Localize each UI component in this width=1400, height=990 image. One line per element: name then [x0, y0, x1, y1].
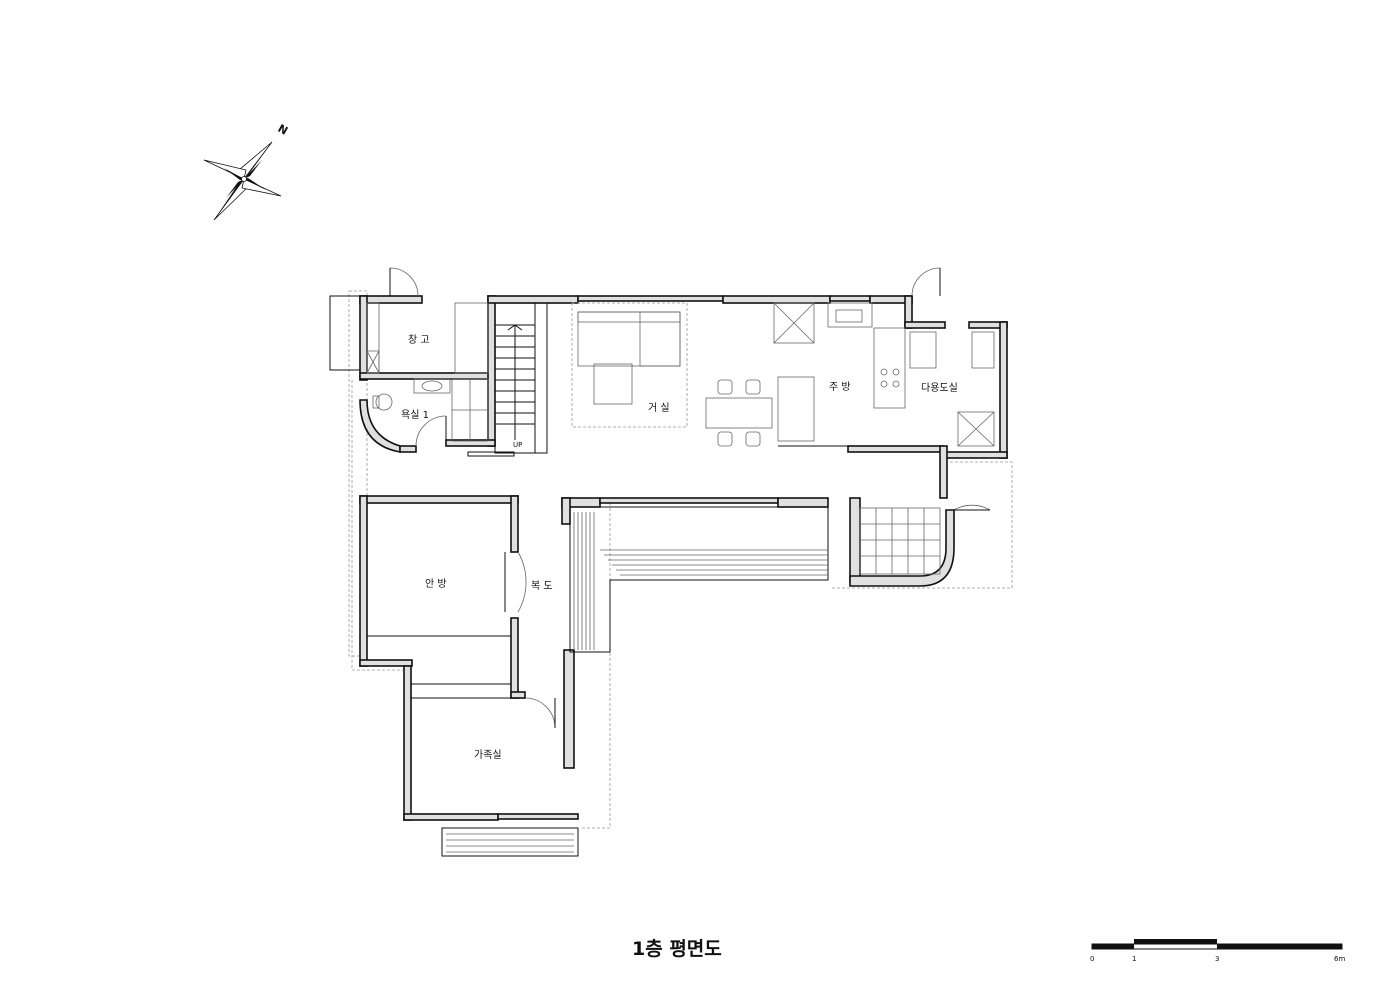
doors [329, 267, 991, 729]
room-label-storage: 창 고 [408, 334, 430, 346]
dining-set [705, 379, 773, 447]
room-edges [367, 635, 511, 699]
scale-bar: 0 1 3 6m [1090, 939, 1345, 963]
scale-tick-1: 1 [1132, 955, 1136, 963]
deck-terrace [441, 506, 829, 857]
room-label-bath: 욕실 1 [401, 409, 429, 421]
scale-tick-6m: 6m [1334, 955, 1345, 963]
drawing-title: 1층 평면도 [632, 938, 722, 960]
stair-up-label: UP [513, 441, 522, 449]
walls-upper [359, 295, 1008, 499]
compass-rose-icon [203, 141, 282, 221]
room-label-master-bedroom: 안 방 [425, 578, 447, 590]
outline-dashed [348, 290, 1013, 829]
scale-tick-0: 0 [1090, 955, 1094, 963]
room-label-hallway: 복 도 [531, 580, 553, 592]
bath-fixtures [372, 378, 489, 447]
utility-fixtures [909, 267, 995, 447]
kitchen-fixtures [773, 302, 906, 447]
storage-fixtures [366, 302, 489, 374]
north-label: N [276, 122, 290, 138]
staircase [494, 302, 548, 454]
room-label-living: 거 실 [648, 402, 670, 414]
entry-tiles [859, 507, 941, 575]
living-furniture [571, 302, 688, 428]
scale-tick-3: 3 [1215, 955, 1219, 963]
room-label-utility: 다용도실 [921, 382, 958, 394]
walls-lower [359, 495, 955, 821]
room-label-family-room: 가족실 [474, 749, 502, 761]
room-label-kitchen: 주 방 [829, 381, 851, 393]
